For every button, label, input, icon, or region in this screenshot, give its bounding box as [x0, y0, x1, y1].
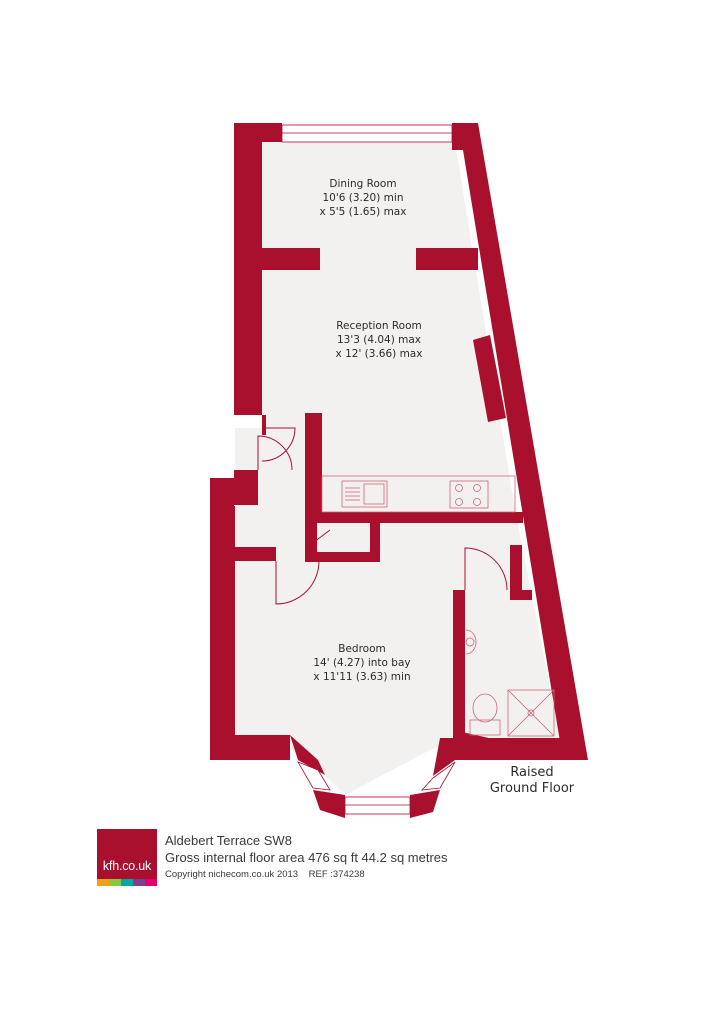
floor-label-line1: Raised — [510, 765, 553, 780]
dining-room-dim1: 10'6 (3.20) min — [323, 192, 404, 204]
logo-bar-segment — [97, 879, 109, 886]
logo-bar-segment — [145, 879, 157, 886]
floor-area — [235, 142, 560, 795]
reception-room-dim1: 13'3 (4.04) max — [337, 334, 421, 346]
kfh-logo: kfh.co.uk — [97, 829, 157, 886]
bedroom-name: Bedroom — [338, 643, 386, 655]
kitchen-counter — [321, 475, 516, 513]
logo-color-bar — [97, 879, 157, 886]
bedroom-dim2: x 11'11 (3.63) min — [313, 671, 410, 683]
reference-number: REF :374238 — [308, 869, 365, 880]
reception-room-name: Reception Room — [336, 320, 422, 332]
walls — [210, 123, 588, 818]
dining-room-name: Dining Room — [329, 178, 396, 190]
copyright-line: Copyright nichecom.co.uk 2013 REF :37423… — [165, 869, 448, 880]
floor-label-line2: Ground Floor — [490, 781, 575, 796]
reception-room-dim2: x 12' (3.66) max — [336, 348, 423, 360]
logo-bar-segment — [133, 879, 145, 886]
logo-text: kfh.co.uk — [102, 859, 152, 873]
dining-room-dim2: x 5'5 (1.65) max — [320, 206, 407, 218]
bathroom-fixtures — [465, 629, 555, 737]
logo-bar-segment — [109, 879, 121, 886]
copyright-text: Copyright nichecom.co.uk 2013 — [165, 869, 299, 880]
property-info: Aldebert Terrace SW8 Gross internal floo… — [165, 832, 448, 880]
floor-area-text: Gross internal floor area 476 sq ft 44.2… — [165, 850, 448, 865]
windows — [281, 124, 456, 815]
doors — [257, 427, 508, 605]
property-address: Aldebert Terrace SW8 — [165, 833, 292, 848]
bedroom-dim1: 14' (4.27) into bay — [313, 657, 410, 669]
logo-bar-segment — [121, 879, 133, 886]
